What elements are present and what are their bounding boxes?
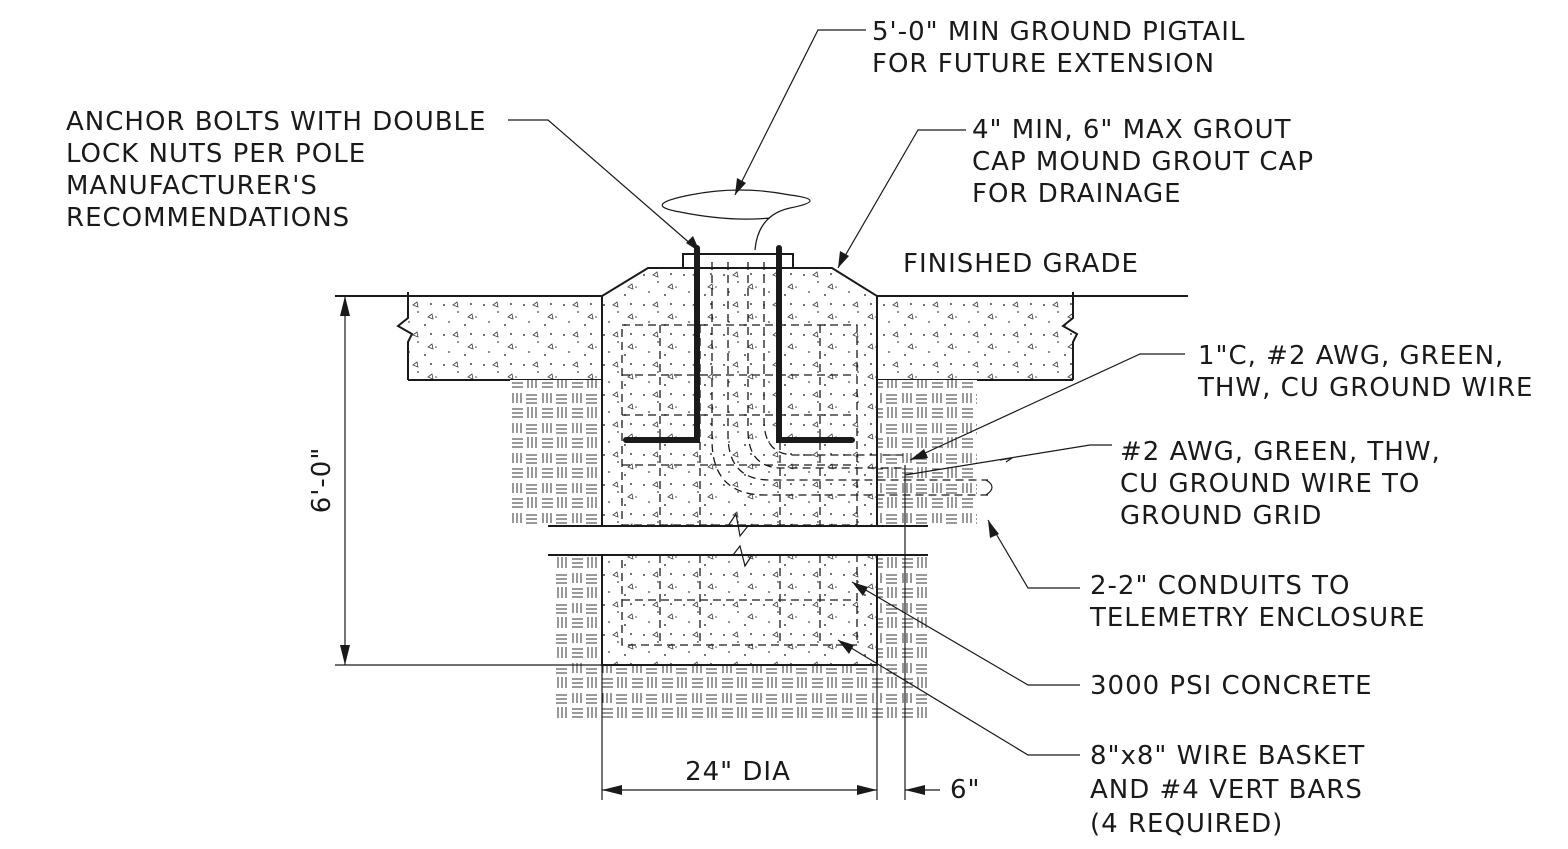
svg-text:TELEMETRY ENCLOSURE: TELEMETRY ENCLOSURE [1089, 603, 1426, 633]
svg-text:MANUFACTURER'S: MANUFACTURER'S [66, 171, 318, 201]
svg-text:FOR DRAINAGE: FOR DRAINAGE [972, 179, 1182, 209]
depth-dimension [335, 296, 602, 666]
svg-text:RECOMMENDATIONS: RECOMMENDATIONS [66, 203, 350, 233]
svg-text:1"C, #2 AWG, GREEN,: 1"C, #2 AWG, GREEN, [1198, 341, 1504, 371]
svg-text:GROUND GRID: GROUND GRID [1120, 501, 1322, 531]
svg-text:CU GROUND WIRE TO: CU GROUND WIRE TO [1120, 469, 1420, 499]
conduit-ground-callout: 1"C, #2 AWG, GREEN, THW, CU GROUND WIRE [1197, 341, 1533, 403]
soil-hatch [510, 380, 977, 720]
svg-text:FOR FUTURE EXTENSION: FOR FUTURE EXTENSION [872, 49, 1215, 79]
anchor-bolts [623, 245, 855, 443]
conduits-callout: 2-2" CONDUITS TO TELEMETRY ENCLOSURE [1089, 571, 1426, 633]
svg-text:AND #4 VERT BARS: AND #4 VERT BARS [1090, 775, 1363, 805]
conduits [711, 262, 993, 496]
offset-label: 6" [950, 775, 981, 805]
svg-text:ANCHOR BOLTS WITH DOUBLE: ANCHOR BOLTS WITH DOUBLE [66, 107, 486, 137]
svg-text:5'-0" MIN GROUND PIGTAIL: 5'-0" MIN GROUND PIGTAIL [872, 17, 1245, 47]
grout-cap-callout: 4" MIN, 6" MAX GROUT CAP MOUND GROUT CAP… [972, 115, 1314, 209]
wire-basket-callout: 8"x8" WIRE BASKET AND #4 VERT BARS (4 RE… [1090, 741, 1365, 839]
diameter-label: 24" DIA [685, 757, 791, 787]
svg-text:#2 AWG, GREEN, THW,: #2 AWG, GREEN, THW, [1120, 437, 1441, 467]
grade-slab [335, 292, 1188, 381]
anchor-bolts-callout: ANCHOR BOLTS WITH DOUBLE LOCK NUTS PER P… [66, 107, 486, 233]
ground-wire-callout: #2 AWG, GREEN, THW, CU GROUND WIRE TO GR… [1120, 437, 1441, 531]
svg-text:4" MIN, 6" MAX GROUT: 4" MIN, 6" MAX GROUT [972, 115, 1292, 145]
svg-text:LOCK NUTS PER POLE: LOCK NUTS PER POLE [66, 139, 366, 169]
depth-label: 6'-0" [307, 447, 337, 514]
svg-text:THW, CU GROUND WIRE: THW, CU GROUND WIRE [1197, 373, 1533, 403]
finished-grade-label: FINISHED GRADE [903, 249, 1139, 279]
ground-pigtail [661, 189, 811, 251]
svg-text:8"x8" WIRE BASKET: 8"x8" WIRE BASKET [1090, 741, 1365, 771]
concrete-pier [548, 267, 928, 666]
pigtail-callout: 5'-0" MIN GROUND PIGTAIL FOR FUTURE EXTE… [872, 17, 1245, 79]
svg-text:2-2" CONDUITS TO: 2-2" CONDUITS TO [1090, 571, 1350, 601]
svg-text:(4 REQUIRED): (4 REQUIRED) [1090, 809, 1283, 839]
concrete-callout: 3000 PSI CONCRETE [1090, 671, 1373, 701]
svg-text:CAP MOUND GROUT CAP: CAP MOUND GROUT CAP [972, 147, 1314, 177]
leaders [508, 29, 1185, 756]
diameter-dimension [601, 465, 940, 800]
